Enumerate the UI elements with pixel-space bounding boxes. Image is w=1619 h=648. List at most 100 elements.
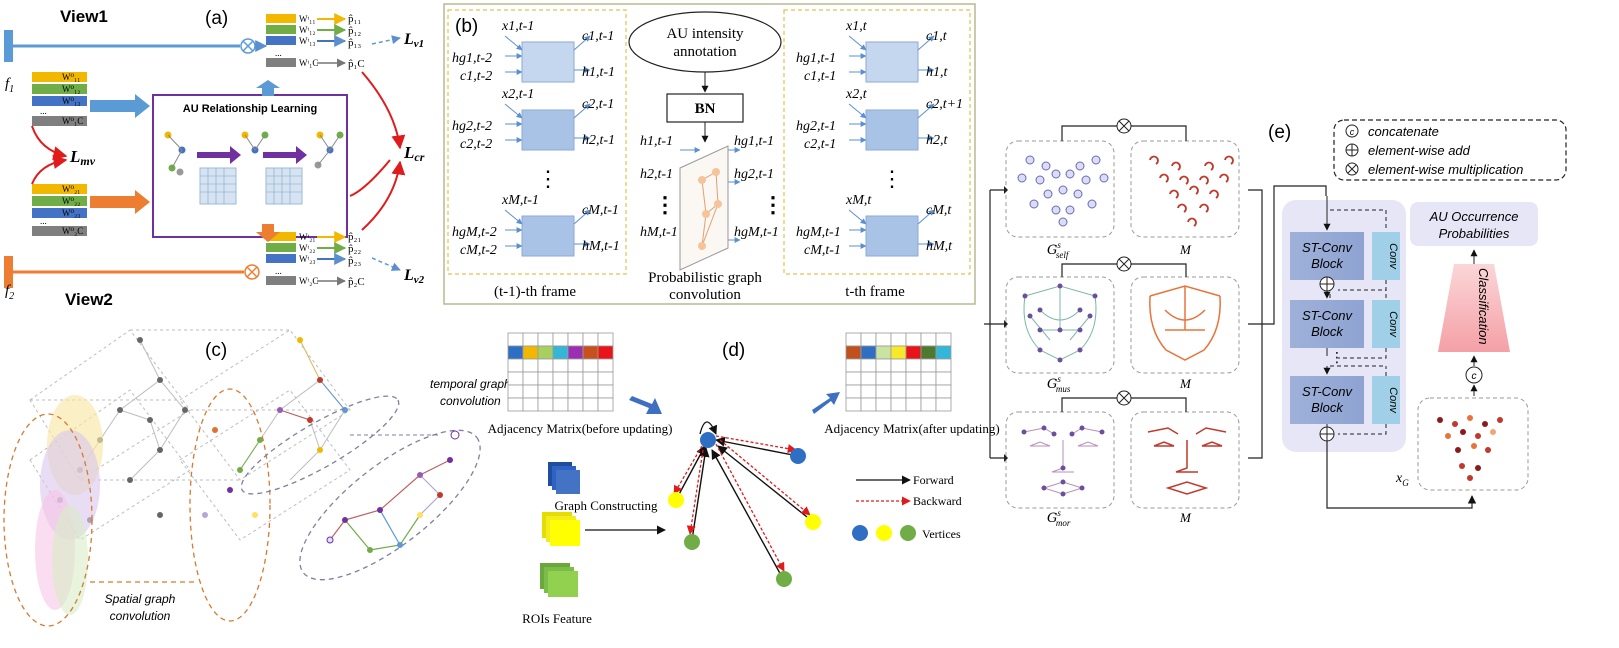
- conv-1: [1372, 232, 1400, 280]
- matrix-cell: [920, 358, 937, 373]
- matrix-cell: [507, 384, 524, 399]
- legend-forward: Forward: [913, 473, 954, 487]
- matrix-cell: [905, 384, 922, 399]
- matrix-cell: [582, 332, 599, 347]
- vdots-prev: ⋮: [537, 166, 559, 191]
- matrix-cell: [537, 397, 554, 412]
- w0-dots-2: ...: [40, 216, 47, 226]
- temporal-ellipse-1: [240, 395, 400, 495]
- mid-hg-1: hg1,t-1: [734, 134, 774, 149]
- spatial-ellipse-right: [189, 388, 271, 622]
- graph-constructing-label: Graph Constructing: [555, 498, 658, 513]
- c-out-2-prev: c2,t-1: [582, 97, 614, 112]
- panel-a-label: (a): [205, 8, 228, 29]
- matrix-cell: [537, 384, 554, 399]
- output-box: [1410, 202, 1538, 246]
- matrix-cell: [920, 332, 937, 347]
- x-1-prev: x1,t-1: [501, 19, 534, 34]
- mid-hg-m: hgM,t-1: [734, 225, 779, 240]
- matrix-cell: [890, 384, 907, 399]
- m-graph-mor: [1147, 427, 1227, 495]
- adj-after-label: Adjacency Matrix(after updating): [824, 421, 999, 436]
- matrix-cell: [507, 358, 524, 373]
- loss-v2: Lv2: [403, 267, 425, 286]
- frame-cur-box: [783, 9, 971, 275]
- x-m-prev: xM,t-1: [501, 193, 539, 208]
- matrix-cell: [522, 397, 539, 412]
- matrix-cell: [890, 397, 907, 412]
- matrix-cell: [537, 358, 554, 373]
- matrix-cell: [860, 384, 877, 399]
- au-annotation-line1: AU intensity: [666, 26, 744, 42]
- matrix-cell: [552, 384, 569, 399]
- matrix-cell: [507, 345, 524, 360]
- wt-22: Wᵗ₂₂: [299, 243, 316, 253]
- matrix-cell: [890, 332, 907, 347]
- matrix-cell: [552, 332, 569, 347]
- output-line1: AU Occurrence: [1429, 209, 1519, 224]
- concat-icon: [1345, 124, 1359, 138]
- matrix-cell: [860, 345, 877, 360]
- concat-node: [1465, 366, 1483, 384]
- mid-h-2: h2,t-1: [640, 167, 673, 182]
- view2-label: View2: [65, 290, 113, 309]
- legend-vertices: Vertices: [922, 527, 961, 541]
- xg-nodes: [1437, 415, 1503, 481]
- graph-prior-boxes: [1005, 140, 1240, 509]
- matrix-cell: [522, 358, 539, 373]
- wt-21: Wᵗ₂₁: [299, 232, 316, 242]
- matrix-cell: [920, 371, 937, 386]
- matrix-cell: [860, 371, 877, 386]
- frame-cur-label: t-th frame: [845, 284, 905, 300]
- legend-mult: element-wise multiplication: [1368, 162, 1523, 177]
- matrix-cell: [597, 371, 614, 386]
- matrix-cell: [582, 371, 599, 386]
- matrix-cell: [522, 345, 539, 360]
- matrix-cell: [582, 345, 599, 360]
- au-relationship-title: AU Relationship Learning: [183, 103, 317, 115]
- matrix-cell: [905, 345, 922, 360]
- wt-23: Wᵗ₂₃: [299, 254, 316, 264]
- roi-feature-stacks: [540, 462, 580, 597]
- wt-13: Wᵗ₁₃: [299, 36, 316, 46]
- conv-3: [1372, 376, 1400, 424]
- f2-label: f2: [5, 283, 14, 302]
- w0-11: W⁰₁₁: [62, 72, 80, 82]
- c-in-m-cur: cM,t-1: [804, 243, 841, 258]
- svg-text:c: c: [1350, 127, 1355, 137]
- panel-b: (b) ⋮ ⋮: [443, 3, 976, 305]
- arrow-to-graph: [629, 396, 662, 414]
- h-out-2-prev: h2,t-1: [582, 133, 615, 148]
- matrix-cell: [567, 345, 584, 360]
- matrix-cell: [935, 384, 952, 399]
- st-conv-block-1: [1290, 232, 1364, 280]
- w0-dots: ...: [40, 106, 47, 116]
- panel-a: View1 View2 (a) f1 f2 W⁰₁₁ W⁰₁₂ W⁰₁₃ ...…: [4, 7, 425, 309]
- adjacency-matrix-after: [845, 332, 952, 412]
- matrix-cell: [845, 371, 862, 386]
- matrix-cell: [567, 332, 584, 347]
- wt-1c: Wᵗ₁C: [299, 58, 318, 68]
- f2-feature-bar: [4, 256, 13, 288]
- matrix-cell: [905, 358, 922, 373]
- conv-label-1: Conv: [1387, 243, 1399, 270]
- au-annotation-line2: annotation: [673, 44, 737, 60]
- matrix-cell: [567, 384, 584, 399]
- arrow-view1-to-relationship: [90, 94, 150, 118]
- arrow-to-adj-after: [812, 392, 840, 414]
- c-out-2-cur: c2,t+1: [926, 97, 963, 112]
- wt-dots-2: ...: [275, 266, 282, 276]
- svg-text:⋮: ⋮: [654, 192, 676, 217]
- xg-label: xG: [1395, 471, 1409, 488]
- st-conv-3-l2: Block: [1311, 400, 1344, 415]
- st-conv-block-2: [1290, 300, 1364, 348]
- pgc-line1: Probabilistic graph: [648, 270, 762, 286]
- x-1-cur: x1,t: [845, 19, 868, 34]
- mor-graph: [1021, 425, 1105, 497]
- c-in-1-prev: c1,t-2: [460, 69, 492, 84]
- svg-text:c: c: [1472, 371, 1477, 382]
- classification-trapezoid: [1438, 264, 1510, 352]
- loss-mv: Lmv: [69, 147, 96, 168]
